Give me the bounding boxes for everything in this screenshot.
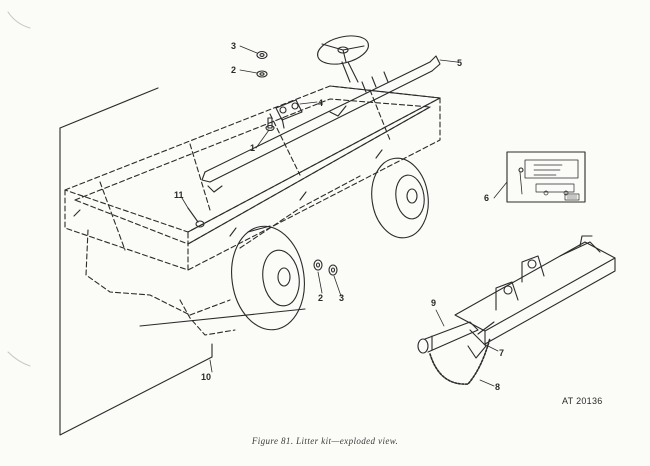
callout-9: 9 <box>431 298 437 308</box>
callout-10: 10 <box>201 372 212 382</box>
hitch-bracket <box>454 235 616 345</box>
nut-upper <box>256 50 268 60</box>
callout-4: 4 <box>318 98 324 108</box>
callout-2-lower: 2 <box>318 293 324 303</box>
screw <box>187 207 205 228</box>
litter-support-bar <box>201 55 441 193</box>
nut-lower <box>328 264 338 276</box>
side-rail <box>73 85 441 245</box>
washer-lower <box>313 259 323 271</box>
bolt <box>265 117 275 132</box>
callout-3-lower: 3 <box>339 293 345 303</box>
bracket-assembly <box>275 99 303 129</box>
pin <box>417 321 479 354</box>
cargo-body <box>64 85 441 336</box>
washer-upper <box>256 70 268 78</box>
callout-7: 7 <box>499 348 505 358</box>
steering-wheel <box>317 35 369 83</box>
figure-reference-code: AT 20136 <box>562 396 603 406</box>
rear-wheel <box>231 225 305 331</box>
callout-8: 8 <box>495 382 501 392</box>
chain <box>429 337 491 385</box>
leader-lines <box>181 45 508 387</box>
instruction-card <box>506 151 586 203</box>
front-wheel <box>371 157 429 239</box>
vehicle-outline <box>59 87 306 436</box>
callout-11: 11 <box>174 190 184 200</box>
callout-6: 6 <box>484 193 490 203</box>
callout-3-upper: 3 <box>231 41 237 51</box>
clip <box>467 321 495 359</box>
callout-2-upper: 2 <box>231 65 237 75</box>
figure-caption: Figure 81. Litter kit—exploded view. <box>251 436 399 446</box>
callout-1: 1 <box>250 143 256 153</box>
callout-5: 5 <box>457 58 463 68</box>
